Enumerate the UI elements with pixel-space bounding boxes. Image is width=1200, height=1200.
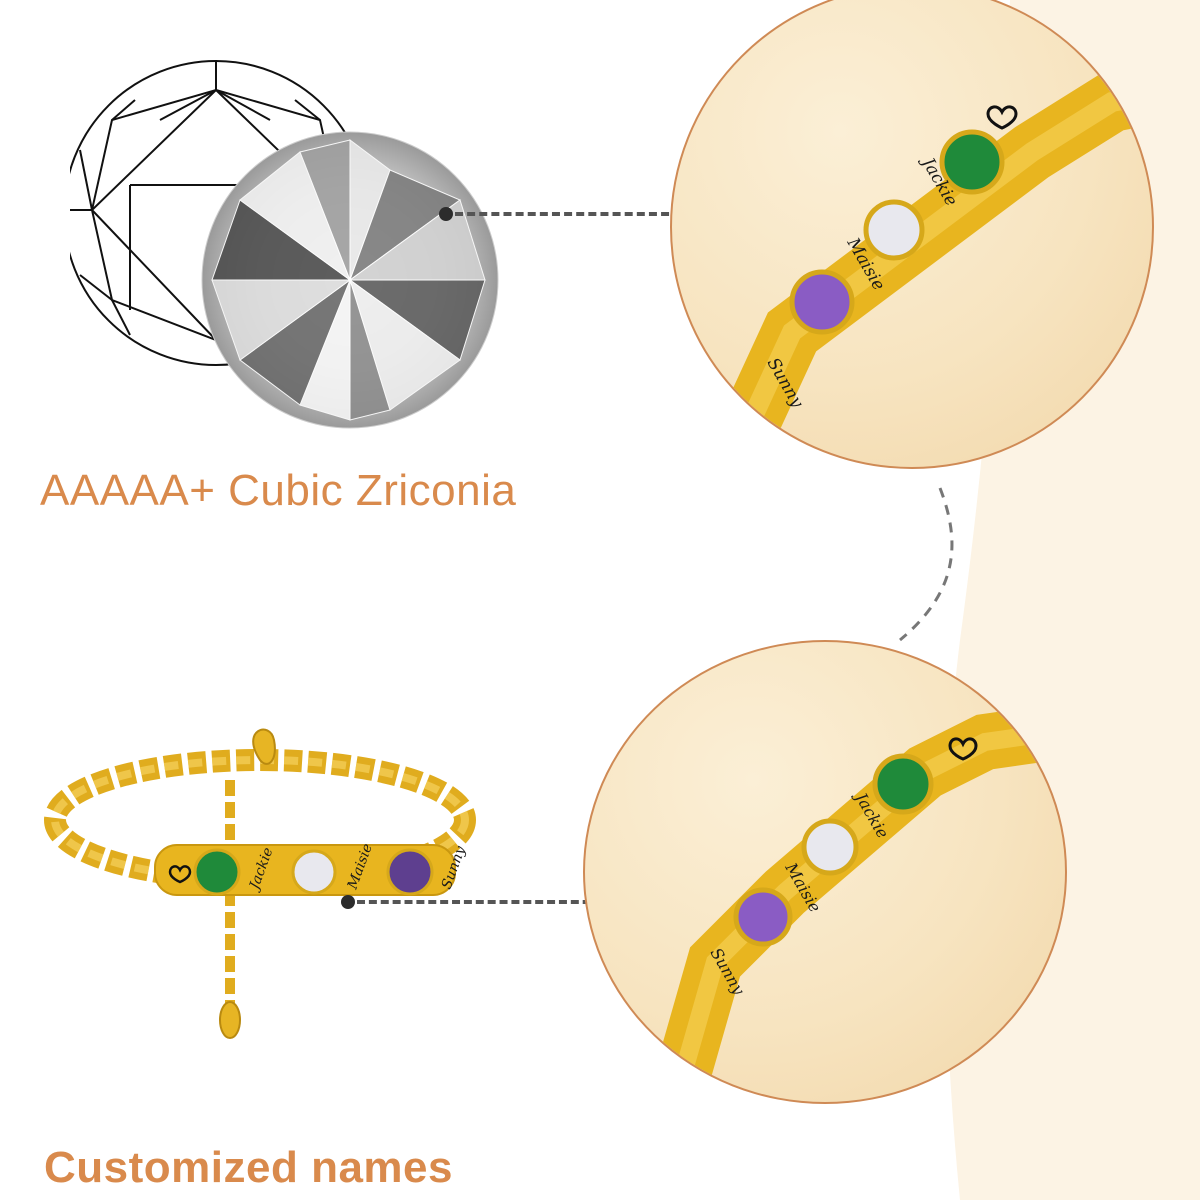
headline-cubic-zirconia: AAAAA+ Cubic Zriconia xyxy=(40,466,517,515)
cubic-zirconia-stone xyxy=(201,131,499,429)
purple-stone xyxy=(789,269,855,335)
connector-dot-top xyxy=(439,207,453,221)
connector-line-bottom xyxy=(357,900,757,904)
zoom-circle-names-detail: Sunny Maisie Jackie xyxy=(583,640,1067,1104)
clear-stone xyxy=(863,199,925,261)
lobster-clasp xyxy=(252,728,276,765)
headline-customized-names: Customized names xyxy=(44,1143,453,1192)
connector-dot-bottom xyxy=(341,895,355,909)
extender-tag xyxy=(219,1001,241,1039)
green-stone xyxy=(939,129,1005,195)
heart-icon xyxy=(986,105,1018,130)
connector-line-top xyxy=(455,212,863,216)
zoom-circle-stones-detail: Sunny Maisie Jackie xyxy=(670,0,1154,469)
bracelet-illustration: Jackie Maisie Sunny xyxy=(44,728,476,1039)
connector-curve xyxy=(899,487,954,642)
